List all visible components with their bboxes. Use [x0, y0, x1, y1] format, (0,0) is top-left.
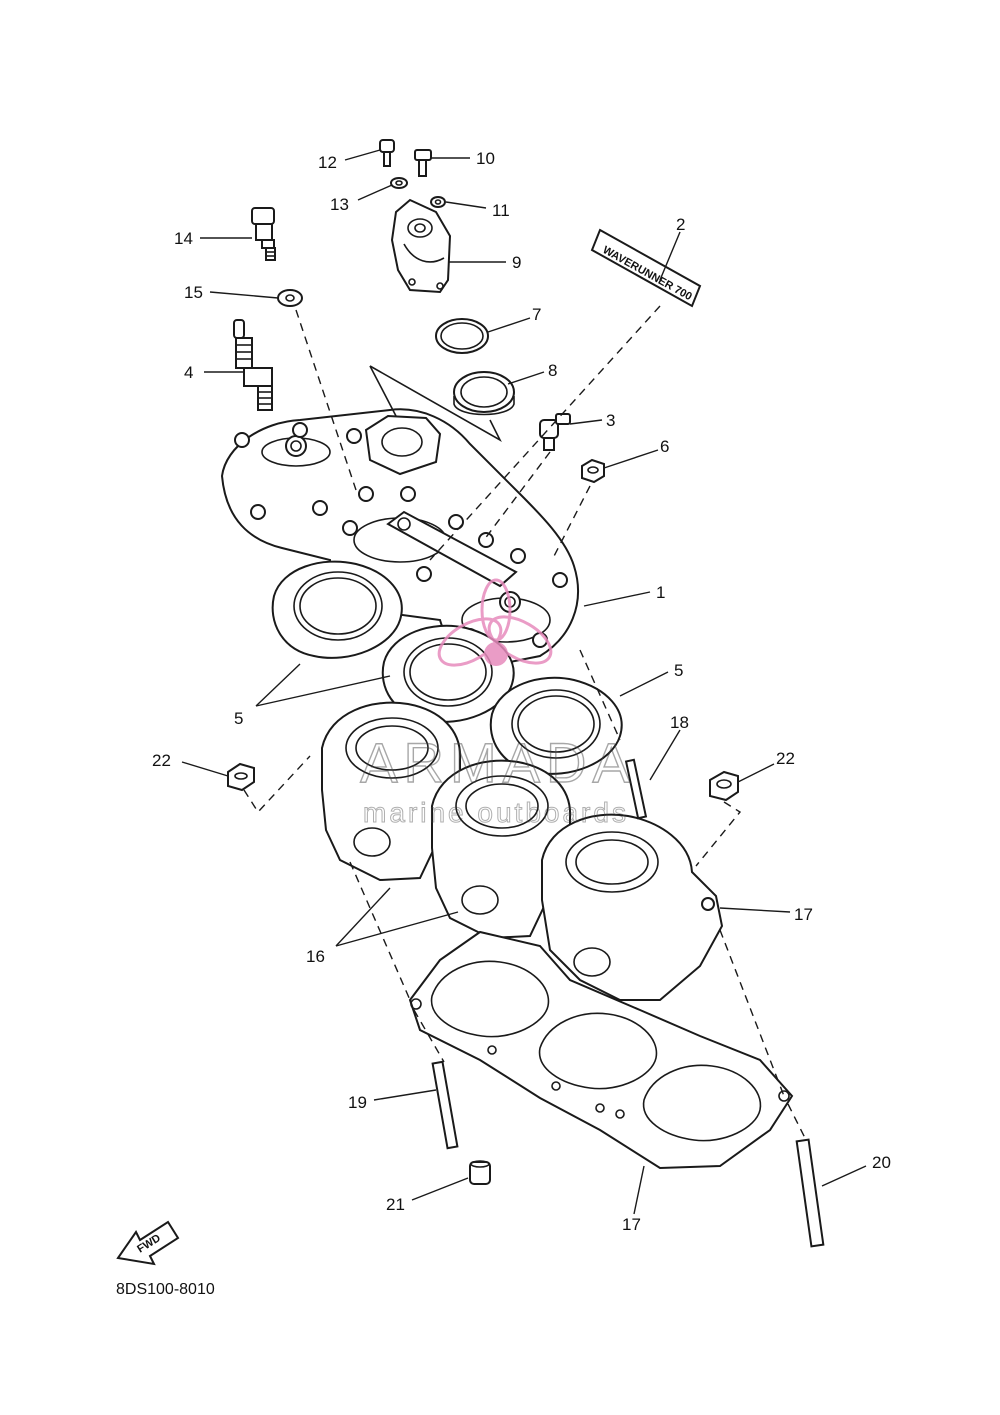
part-1-cylinder-head [220, 408, 579, 666]
callout-2: 2 [676, 215, 685, 234]
part-code: 8DS100-8010 [116, 1281, 215, 1298]
part-17-base-gasket [408, 930, 794, 1170]
callout-20: 20 [872, 1153, 891, 1172]
watermark-tagline: marine outboards [363, 797, 629, 828]
part-15-washer [277, 289, 303, 307]
part-22-nut-left [227, 762, 255, 792]
part-13-washer [390, 177, 408, 189]
part-16-cylinders [321, 701, 724, 1001]
callouts: 1 2 3 4 5 5 6 7 8 9 10 11 12 13 14 15 16… [152, 149, 891, 1234]
leader-lines [181, 149, 867, 1215]
callout-22a: 22 [152, 751, 171, 770]
callout-3: 3 [606, 411, 615, 430]
part-7-o-ring [435, 318, 489, 354]
callout-13: 13 [330, 195, 349, 214]
callout-17b: 17 [622, 1215, 641, 1234]
callout-5a: 5 [234, 709, 243, 728]
callout-19: 19 [348, 1093, 367, 1112]
callout-15: 15 [184, 283, 203, 302]
part-8-gasket-ring [453, 371, 515, 416]
part-6-nut [581, 458, 605, 484]
part-21-dowel [469, 1160, 491, 1185]
part-11-washer [430, 196, 446, 208]
callout-4: 4 [184, 363, 193, 382]
callout-5b: 5 [674, 661, 683, 680]
part-20-stud [795, 1138, 825, 1248]
callout-10: 10 [476, 149, 495, 168]
part-3-hose-joint [539, 413, 571, 451]
callout-17a: 17 [794, 905, 813, 924]
part-4-spark-plug [233, 319, 273, 411]
part-10-bolt [414, 149, 432, 177]
callout-9: 9 [512, 253, 521, 272]
callout-12: 12 [318, 153, 337, 172]
callout-14: 14 [174, 229, 193, 248]
part-22-nut-right [709, 770, 739, 802]
part-5-head-gaskets [271, 560, 623, 775]
callout-18: 18 [670, 713, 689, 732]
watermark: ARMADA marine outboards [360, 578, 636, 829]
part-18-stud [624, 758, 648, 820]
fwd-arrow-icon: FWD [116, 1220, 180, 1266]
callout-11: 11 [492, 201, 510, 220]
part-9-thermostat-cover [390, 198, 452, 294]
callout-22b: 22 [776, 749, 795, 768]
part-2-decal: WAVERUNNER 700 [590, 228, 702, 308]
part-12-bolt [379, 139, 395, 167]
watermark-logo-icon [437, 578, 553, 667]
callout-21: 21 [386, 1195, 405, 1214]
callout-7: 7 [532, 305, 541, 324]
callout-1: 1 [656, 583, 665, 602]
part-14-thermo-sensor [251, 207, 276, 261]
callout-8: 8 [548, 361, 557, 380]
watermark-brand: ARMADA [360, 731, 636, 794]
part-19-stud [431, 1060, 459, 1150]
callout-6: 6 [660, 437, 669, 456]
callout-16: 16 [306, 947, 325, 966]
